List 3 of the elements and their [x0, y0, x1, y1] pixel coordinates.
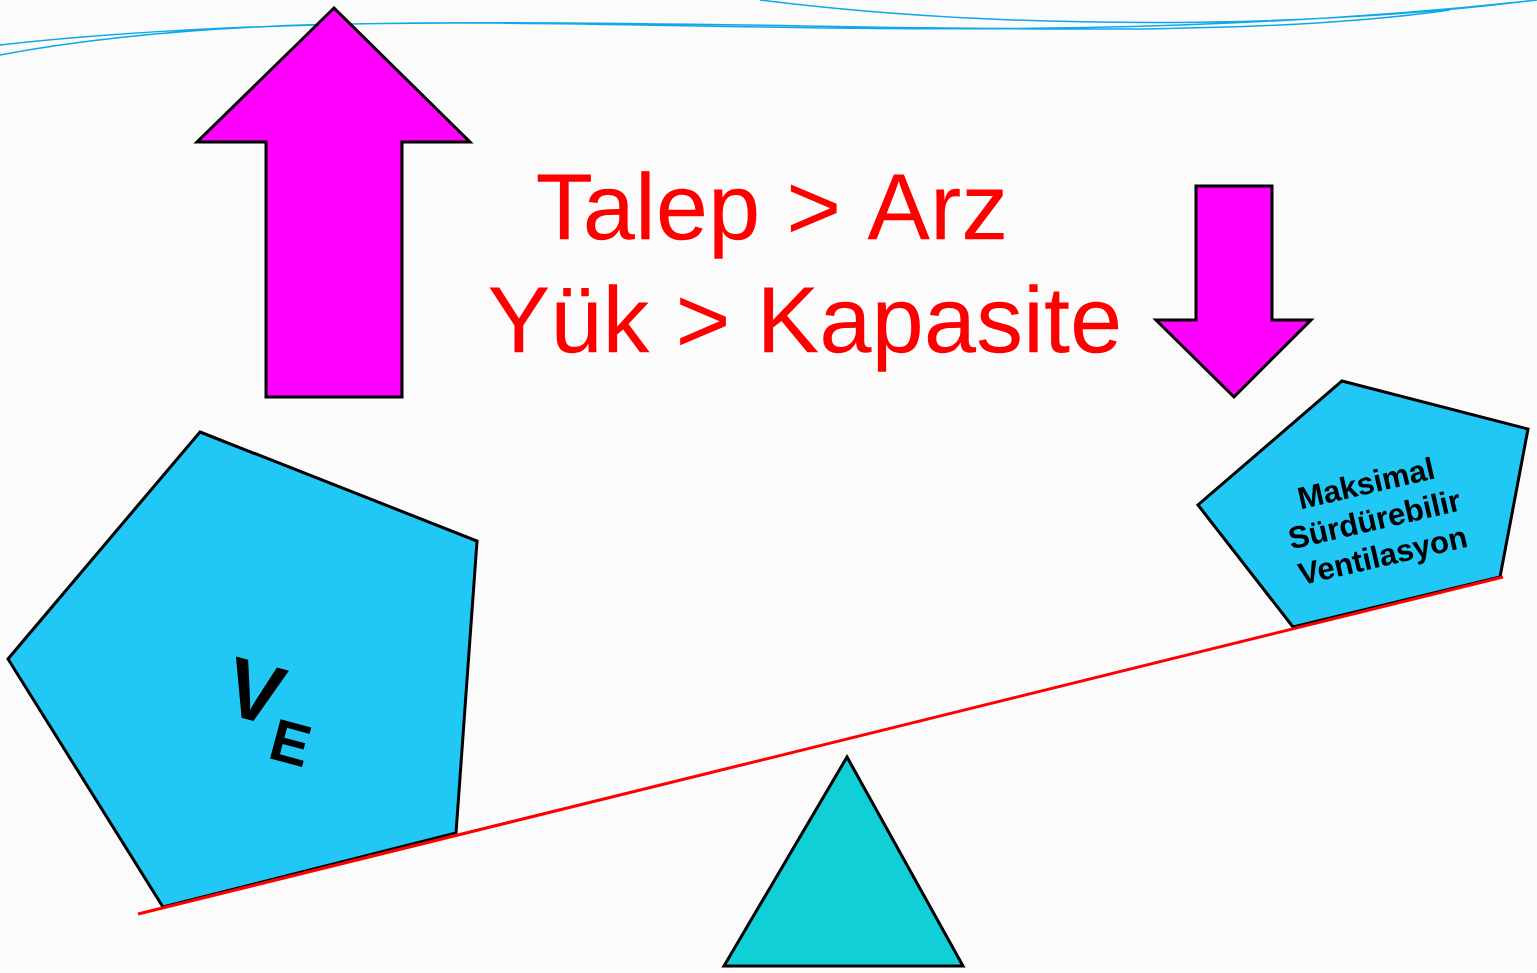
statement-text: Yük > Kapasite	[489, 284, 1119, 372]
statement-text: Talep > Arz	[537, 171, 1004, 259]
pentagon: V$_{E}$	[6, 430, 479, 909]
